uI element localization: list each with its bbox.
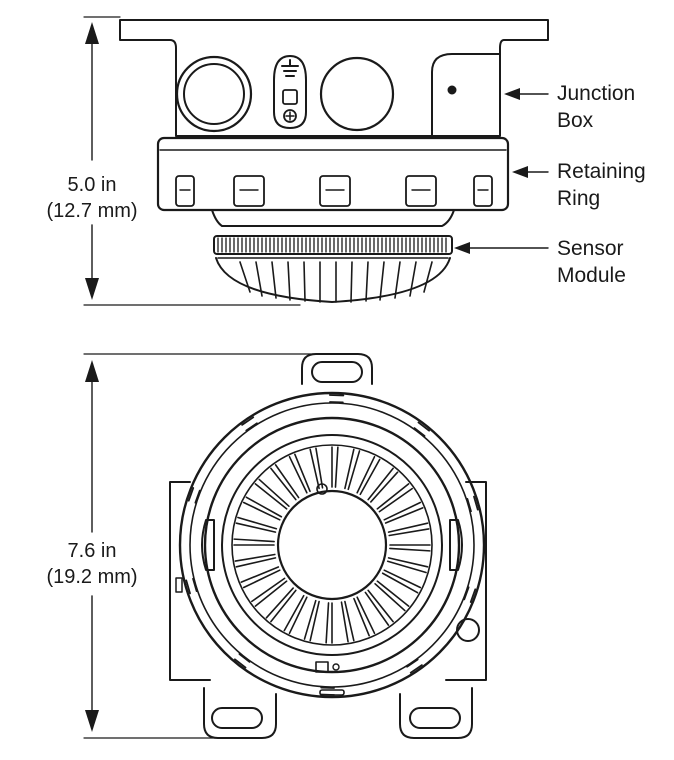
- ground-screw: [273, 55, 307, 129]
- side-height-dimension: 5.0 in (12.7 mm): [26, 172, 158, 224]
- bottom-height-metric: (19.2 mm): [46, 566, 138, 588]
- side-height-metric: (12.7 mm): [46, 200, 138, 222]
- sensor-module-label-line2: Module: [557, 264, 626, 287]
- retaining-ring-label-line1: Retaining: [557, 160, 646, 183]
- junction-box-outline: [169, 481, 487, 681]
- left-conduit-port: [175, 55, 253, 133]
- ring-notches: [185, 394, 479, 696]
- knurl-ticks: [217, 237, 447, 253]
- sensor-module-label-line1: Sensor: [557, 237, 624, 260]
- bottom-dim-arrow-up: [85, 360, 99, 382]
- junction-box: [119, 19, 549, 137]
- bottom-left-mounting-tab: [203, 687, 277, 739]
- junction-box-label-line1: Junction: [557, 82, 636, 105]
- side-dim-arrow-down: [85, 278, 99, 300]
- radial-fins: [233, 446, 431, 644]
- bottom-height-dimension: 7.6 in (19.2 mm): [26, 538, 158, 590]
- sensor-center: [276, 489, 388, 601]
- top-mounting-tab: [301, 353, 373, 385]
- retaining-ring-callout: Retaining Ring: [557, 158, 646, 212]
- right-lug: [456, 618, 480, 642]
- bottom-right-mounting-tab: [399, 687, 473, 739]
- right-latch: [449, 519, 463, 571]
- sensor-face-rim: [221, 434, 443, 656]
- bottom-notch: [319, 689, 345, 696]
- junction-box-callout: Junction Box: [557, 80, 635, 134]
- sensor-fins: [239, 261, 433, 303]
- left-latch: [201, 519, 215, 571]
- sensor-module-callout: Sensor Module: [557, 235, 626, 289]
- key-slot: [315, 661, 329, 673]
- indicator-dot: [316, 483, 328, 495]
- side-port: [431, 53, 501, 137]
- side-height-imperial: 5.0 in: [67, 174, 117, 196]
- right-conduit-port: [319, 56, 395, 132]
- junction-box-flange: [119, 19, 549, 137]
- sensor-module: [211, 209, 455, 303]
- junction-box-label-line2: Box: [557, 109, 594, 132]
- retaining-ring-label-line2: Ring: [557, 187, 601, 210]
- bottom-dim-arrow-down: [85, 710, 99, 732]
- retaining-ring: [156, 136, 510, 212]
- outer-ring: [178, 391, 486, 699]
- bottom-height-imperial: 7.6 in: [67, 540, 117, 562]
- side-dim-arrow-up: [85, 22, 99, 44]
